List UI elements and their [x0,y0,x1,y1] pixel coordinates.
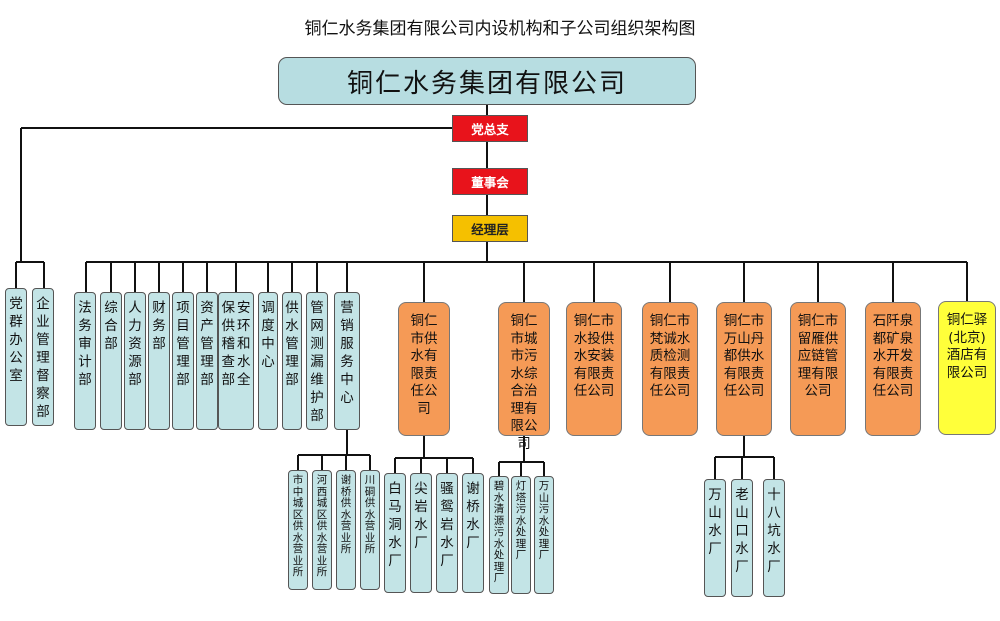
subsidiary-box: 铜仁市水投供水安装有限责任公司 [566,302,622,436]
page-title: 铜仁水务集团有限公司内设机构和子公司组织架构图 [304,19,696,39]
water-plant-box: 尖岩水厂 [410,473,432,593]
dept-box: 供水管理部 [282,292,302,430]
dept-box: 项目管理部 [172,292,194,430]
subsidiary-box: 铜仁市城市污水综合治理有限公司 [498,302,550,452]
dept-box: 党群办公室 [5,288,27,426]
water-plant-box: 谢桥水厂 [462,473,484,593]
marketing-unit-box: 谢桥供水营业所 [336,470,356,590]
sewage-plant-box: 灯塔污水处理厂 [511,476,531,594]
dept-box: 调度中心 [258,292,278,430]
management-box: 经理层 [452,215,528,242]
wanshan-plant-box: 十八坑水厂 [763,479,785,597]
subsidiary-box: 石阡泉都矿泉水开发有限责任公司 [865,302,921,436]
wanshan-plant-box: 老山口水厂 [731,479,753,597]
marketing-unit-box: 川硐供水营业所 [360,470,380,590]
board-box: 董事会 [452,168,528,195]
dept-box: 管网测漏维护部 [306,292,328,430]
root-company-box: 铜仁水务集团有限公司 [278,57,696,105]
marketing-unit-box: 河西城区供水营业所 [312,470,332,590]
water-plant-box: 白马洞水厂 [384,473,406,593]
party-branch-box: 党总支 [452,115,528,142]
subsidiary-box: 铜仁市梵诚水质检测有限责任公司 [642,302,698,436]
sewage-plant-box: 碧水清源污水处理厂 [489,476,509,594]
dept-box: 法务审计部 [74,292,96,430]
wanshan-plant-box: 万山水厂 [704,479,726,597]
water-plant-box: 骚鸳岩水厂 [436,473,458,593]
subsidiary-box: 铜仁市万山丹都供水有限责任公司 [716,302,772,436]
marketing-unit-box: 市中城区供水营业所 [288,470,308,590]
sewage-plant-box: 万山污水处理厂 [534,476,554,594]
dept-box: 人力资源部 [124,292,146,430]
dept-box: 综合部 [100,292,122,430]
subsidiary-box: 铜仁市留雁供应链管理有限公司 [790,302,846,436]
subsidiary-box: 铜仁市供水有限责任公司 [398,302,450,436]
subsidiary-box: 铜仁驿(北京)酒店有限公司 [938,301,996,435]
dept-box: 企业管理督察部 [32,288,54,426]
dept-box: 保供稽查部安环和水全 [218,292,254,430]
dept-box: 财务部 [148,292,170,430]
dept-box: 营销服务中心 [334,292,360,430]
dept-box: 资产管理部 [196,292,218,430]
